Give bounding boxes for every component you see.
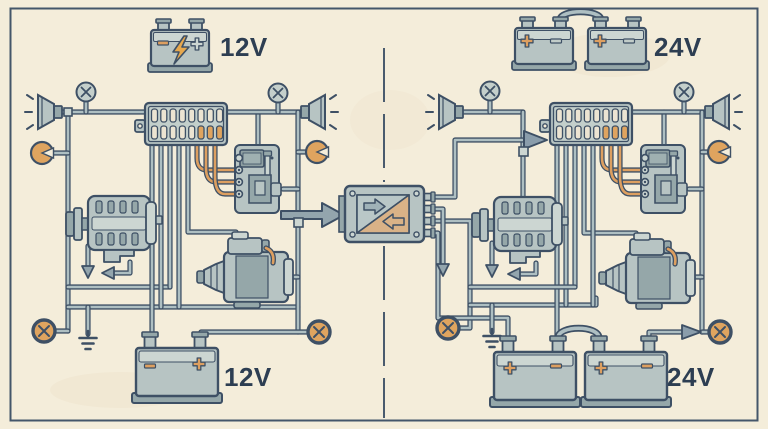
frame-border xyxy=(9,7,759,422)
fuse-box-icon xyxy=(133,101,229,147)
fuse-box-icon xyxy=(538,101,634,147)
warning-lamp-icon xyxy=(31,318,57,344)
left-top-voltage-label: 12V xyxy=(220,32,268,62)
right-arrow-icon xyxy=(363,198,386,215)
wire-junction xyxy=(518,146,529,157)
indicator-lamp-icon xyxy=(267,82,289,104)
warning-lamp-icon xyxy=(707,319,733,345)
minus-terminal-mark xyxy=(640,363,654,369)
left-bottom-voltage-label: 12V xyxy=(224,362,272,392)
right-bottom-voltage-label: 24V xyxy=(667,362,715,392)
legend-12v: 12V xyxy=(146,17,268,74)
indicator-lamp-icon xyxy=(673,81,695,103)
right-panel-24v xyxy=(425,80,743,409)
headlamp-icon xyxy=(304,139,330,165)
minus-terminal-mark xyxy=(549,363,563,369)
right-panel-wiring xyxy=(429,97,713,339)
right-top-voltage-label: 24V xyxy=(654,32,702,62)
regulator-relay-icon xyxy=(640,144,688,214)
minus-terminal-mark xyxy=(156,40,170,46)
minus-terminal-mark xyxy=(549,38,563,44)
legend-24v: 24V xyxy=(510,8,702,72)
warning-lamp-icon xyxy=(306,319,332,345)
lamp-feed-arrow xyxy=(681,324,702,340)
converter-input-arrow xyxy=(280,202,345,228)
fusebox-feed-arrow xyxy=(523,130,548,150)
headlamp-icon xyxy=(29,140,55,166)
battery-series-jumper xyxy=(556,326,601,340)
indicator-lamp-icon xyxy=(75,81,97,103)
lightning-bolt-icon xyxy=(172,35,190,65)
wire-junction xyxy=(63,107,73,117)
indicator-lamp-icon xyxy=(479,80,501,102)
minus-terminal-mark xyxy=(622,38,636,44)
wire-junction xyxy=(293,217,304,228)
headlamp-icon xyxy=(706,139,732,165)
left-arrow-icon xyxy=(382,213,405,230)
paper-stain xyxy=(350,90,430,150)
dc-dc-converter-icon xyxy=(338,184,436,244)
regulator-relay-icon xyxy=(234,144,282,214)
minus-terminal-mark xyxy=(143,363,157,369)
warning-lamp-icon xyxy=(435,315,461,341)
